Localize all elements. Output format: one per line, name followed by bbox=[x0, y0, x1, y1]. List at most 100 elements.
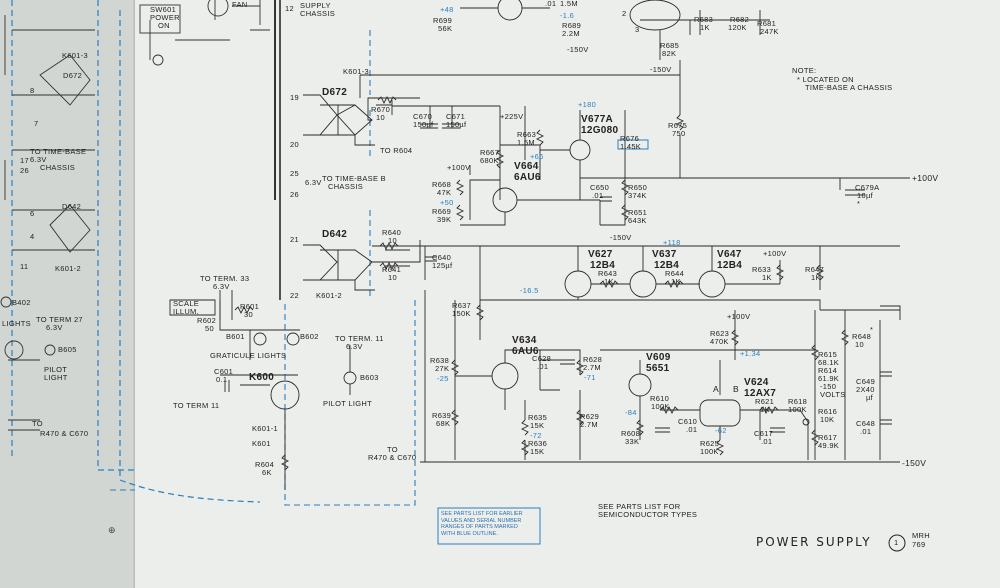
c670-label: C670 bbox=[413, 112, 433, 121]
r668-value: 47K bbox=[437, 188, 452, 197]
minus150-mid: -150V bbox=[610, 233, 632, 242]
b602-label: B602 bbox=[300, 332, 319, 341]
parts-list-note-line1: SEE PARTS LIST FOR bbox=[598, 502, 681, 511]
r637-value: 150K bbox=[452, 309, 471, 318]
k601-label: K601 bbox=[252, 439, 271, 448]
volts-label: VOLTS bbox=[820, 390, 846, 399]
note-line1: * LOCATED ON bbox=[797, 75, 854, 84]
plus100-label-b: +100V bbox=[763, 249, 787, 258]
r623-value: 470K bbox=[710, 337, 729, 346]
r685-value: 82K bbox=[662, 49, 677, 58]
d642-label: D642 bbox=[322, 229, 348, 240]
c679a-label: C679A bbox=[855, 183, 880, 192]
chassis-label-top: CHASSIS bbox=[300, 9, 336, 18]
r638-label: R638 bbox=[430, 356, 450, 365]
r618-label: R618 bbox=[788, 397, 808, 406]
v609-label: V609 bbox=[646, 352, 671, 363]
switch-on: ON bbox=[158, 21, 170, 30]
main-wiring bbox=[110, 0, 910, 506]
r604-label: R604 bbox=[255, 460, 275, 469]
r676-value: 1.45K bbox=[620, 142, 642, 151]
v624-section-b: B bbox=[733, 384, 739, 394]
r667-value: 680K bbox=[480, 156, 499, 165]
plus100-label-a: +100V bbox=[447, 163, 471, 172]
c650-value: .01 bbox=[592, 191, 604, 200]
c650-label: C650 bbox=[590, 183, 610, 192]
r663-value: 1.5M bbox=[517, 138, 535, 147]
c679a-star: * bbox=[857, 199, 861, 208]
r682-value: 120K bbox=[728, 23, 747, 32]
r647-value: 1K bbox=[811, 273, 821, 282]
c610-value: .01 bbox=[686, 425, 698, 434]
left-pin-26: 26 bbox=[20, 166, 29, 175]
r651-value: 643K bbox=[628, 216, 647, 225]
switch-power: POWER bbox=[150, 13, 180, 22]
r681-label: R681 bbox=[757, 19, 777, 28]
r633-label: R633 bbox=[752, 265, 772, 274]
c648-label: C648 bbox=[856, 419, 876, 428]
r650-value: 374K bbox=[628, 191, 647, 200]
left-to: TO bbox=[32, 419, 43, 428]
fan-label: FAN bbox=[232, 0, 248, 9]
c679a-value: 10µf bbox=[857, 191, 873, 200]
r635-label: R635 bbox=[528, 413, 548, 422]
pin21-label: 21 bbox=[290, 235, 299, 244]
voltage-plus66: +66 bbox=[530, 152, 544, 161]
minus150-top-b: -150V bbox=[650, 65, 672, 74]
c640-value: 125µf bbox=[432, 261, 453, 270]
r601-label: R601 bbox=[240, 302, 260, 311]
r648-star: * bbox=[870, 325, 874, 334]
k600-label: K600 bbox=[249, 372, 275, 383]
r621-label: R621 bbox=[755, 397, 775, 406]
left-k601-3: K601-3 bbox=[62, 51, 88, 60]
r667-label: R667 bbox=[480, 148, 500, 157]
r675-value: 750 bbox=[672, 129, 686, 138]
left-d672: D672 bbox=[63, 71, 83, 80]
graticule-lights-label: GRATICULE LIGHTS bbox=[210, 351, 287, 360]
illum-label: ILLUM. bbox=[173, 307, 199, 316]
r648-value: 10 bbox=[855, 340, 864, 349]
r628-label: R628 bbox=[583, 355, 603, 364]
r616-label: R616 bbox=[818, 407, 838, 416]
svg-text:⊕: ⊕ bbox=[108, 525, 116, 535]
left-r470-c670: R470 & C670 bbox=[40, 429, 89, 438]
v624-label: V624 bbox=[744, 377, 769, 388]
v647-type: 12B4 bbox=[717, 260, 743, 271]
minus150-volts-label: -150 bbox=[820, 382, 837, 391]
r470-c670-label: R470 & C670 bbox=[368, 453, 417, 462]
d672-label: D672 bbox=[322, 87, 348, 98]
r641-value: 10 bbox=[388, 273, 397, 282]
r648-label: R648 bbox=[852, 332, 872, 341]
left-chassis: CHASSIS bbox=[40, 163, 76, 172]
voltage-plus48: +48 bbox=[440, 5, 454, 14]
r633-value: 1K bbox=[762, 273, 772, 282]
voltage-plus1-34: +1.34 bbox=[740, 349, 761, 358]
r650-label: R650 bbox=[628, 183, 648, 192]
r635-value: 15K bbox=[530, 421, 545, 430]
v677a-type: 12G080 bbox=[581, 125, 619, 136]
r602-value: 50 bbox=[205, 324, 214, 333]
r637-label: R637 bbox=[452, 301, 472, 310]
left-pin-6: 6 bbox=[30, 209, 35, 218]
left-6-3v-a: 6.3V bbox=[30, 155, 47, 164]
left-to-time-base: TO TIME-BASE bbox=[30, 147, 87, 156]
v664-label: V664 bbox=[514, 161, 539, 172]
c601-value: 0.1 bbox=[216, 375, 228, 384]
r683-value: 1K bbox=[700, 23, 710, 32]
r640-value: 10 bbox=[388, 236, 397, 245]
left-pin-11: 11 bbox=[20, 262, 29, 271]
r643-value: 1K bbox=[604, 277, 614, 286]
r638-value: 27K bbox=[435, 364, 450, 373]
r625-value: 100K bbox=[700, 447, 719, 456]
left-pilot: PILOT bbox=[44, 365, 68, 374]
sheet-code-line1: MRH bbox=[912, 531, 930, 540]
r614-value: 61.9K bbox=[818, 374, 840, 383]
r617-value: 49.9K bbox=[818, 441, 840, 450]
k601-3-label: K601-3 bbox=[343, 67, 369, 76]
left-pin-17: 17 bbox=[20, 156, 29, 165]
pin26-label: 26 bbox=[290, 190, 299, 199]
r670-value: 10 bbox=[376, 113, 385, 122]
blue-outlines bbox=[437, 139, 649, 545]
pin3-label: 3 bbox=[635, 25, 640, 34]
pin2-label: 2 bbox=[622, 9, 627, 18]
